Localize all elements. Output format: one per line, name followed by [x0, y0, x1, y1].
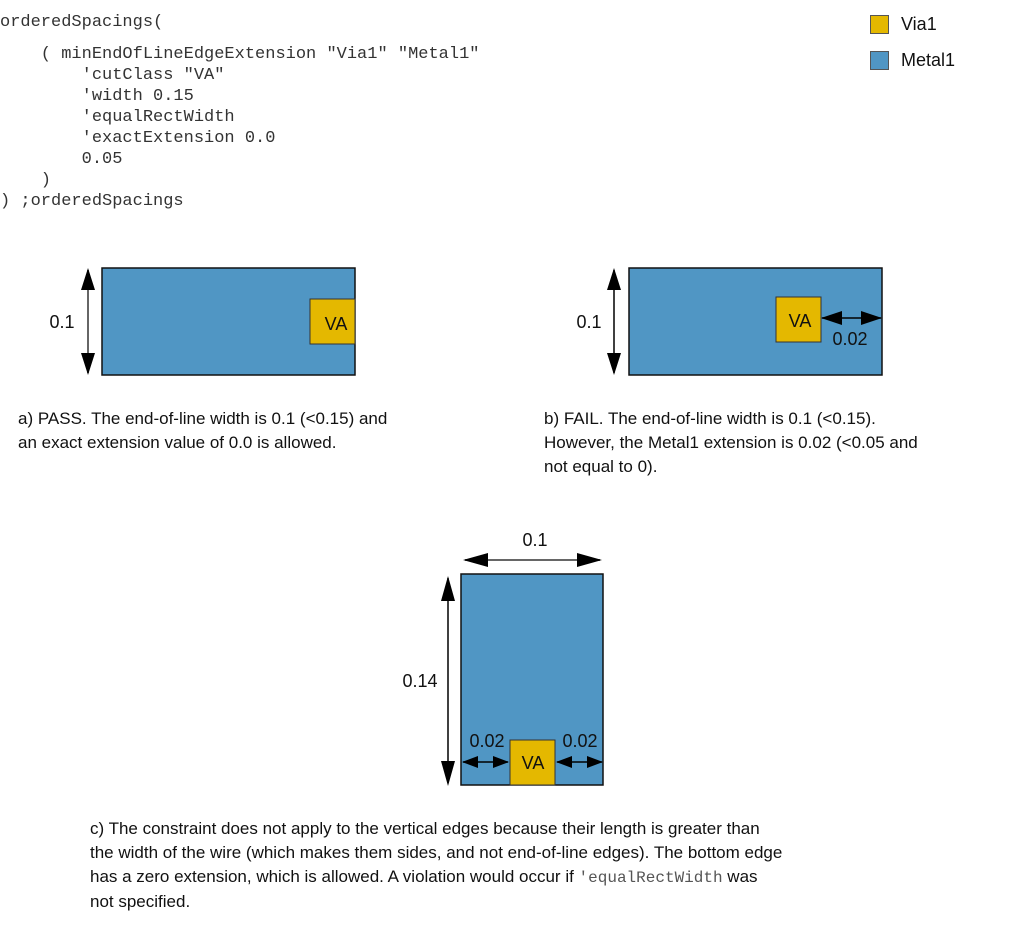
caption-line: not specified. [90, 892, 191, 911]
arrowhead-icon [463, 553, 602, 567]
via-cut [309, 298, 356, 345]
legend-label: Via1 [901, 14, 937, 34]
caption-text: was [722, 867, 758, 886]
caption-line: the width of the wire (which makes them … [90, 843, 783, 862]
caption-line: an exact extension value of 0.0 is allow… [18, 433, 337, 452]
height-label: 0.14 [402, 671, 437, 691]
left-extension-label: 0.02 [469, 731, 504, 751]
caption-line: not equal to 0). [544, 457, 658, 476]
code-line: 'equalRectWidth [0, 108, 235, 127]
legend-item-via1: Via1 [870, 14, 937, 35]
diagram-b: VA 0.1 0.02 [576, 267, 883, 376]
code-line: orderedSpacings( [0, 13, 164, 32]
code-line: 'width 0.15 [0, 87, 194, 106]
metal1-swatch [870, 51, 889, 70]
caption-line: c) The constraint does not apply to the … [90, 819, 760, 838]
caption-line: has a zero extension, which is allowed. … [90, 865, 782, 890]
arrowhead-icon [607, 268, 621, 375]
caption-line: However, the Metal1 extension is 0.02 (<… [544, 433, 918, 452]
code-line: ) ;orderedSpacings [0, 192, 184, 211]
via-cut [509, 739, 556, 786]
diagram-c: VA 0.1 0.14 0.02 0.02 [402, 530, 604, 786]
metal1-wire [628, 267, 883, 376]
code-line: 'cutClass "VA" [0, 66, 225, 85]
arrowhead-icon [462, 756, 509, 768]
via-label: VA [789, 311, 812, 331]
diagram-a: VA 0.1 [49, 267, 356, 376]
arrowhead-icon [81, 268, 95, 375]
extension-label: 0.02 [832, 329, 867, 349]
caption-c: c) The constraint does not apply to the … [90, 817, 782, 914]
metal1-wire [101, 267, 356, 376]
code-line: 'exactExtension 0.0 [0, 129, 276, 148]
via-cut [775, 296, 822, 343]
caption-a: a) PASS. The end-of-line width is 0.1 (<… [18, 407, 387, 455]
caption-line: b) FAIL. The end-of-line width is 0.1 (<… [544, 409, 876, 428]
via1-swatch [870, 15, 889, 34]
via-label: VA [325, 314, 348, 334]
legend-item-metal1: Metal1 [870, 50, 955, 71]
arrowhead-icon [441, 576, 455, 786]
code-line: ) [0, 171, 52, 190]
caption-b: b) FAIL. The end-of-line width is 0.1 (<… [544, 407, 918, 479]
arrowhead-icon [556, 756, 603, 768]
legend-label: Metal1 [901, 50, 956, 70]
width-label: 0.1 [522, 530, 547, 550]
arrowhead-icon [821, 311, 882, 325]
metal1-wire [460, 573, 604, 786]
height-label: 0.1 [576, 312, 601, 332]
caption-text: has a zero extension, which is allowed. … [90, 867, 579, 886]
height-label: 0.1 [49, 312, 74, 332]
code-line: 0.05 [0, 150, 123, 169]
code-line: ( minEndOfLineEdgeExtension "Via1" "Meta… [0, 45, 480, 64]
right-extension-label: 0.02 [562, 731, 597, 751]
inline-code: 'equalRectWidth [578, 869, 723, 887]
caption-line: a) PASS. The end-of-line width is 0.1 (<… [18, 409, 388, 428]
via-label: VA [522, 753, 545, 773]
